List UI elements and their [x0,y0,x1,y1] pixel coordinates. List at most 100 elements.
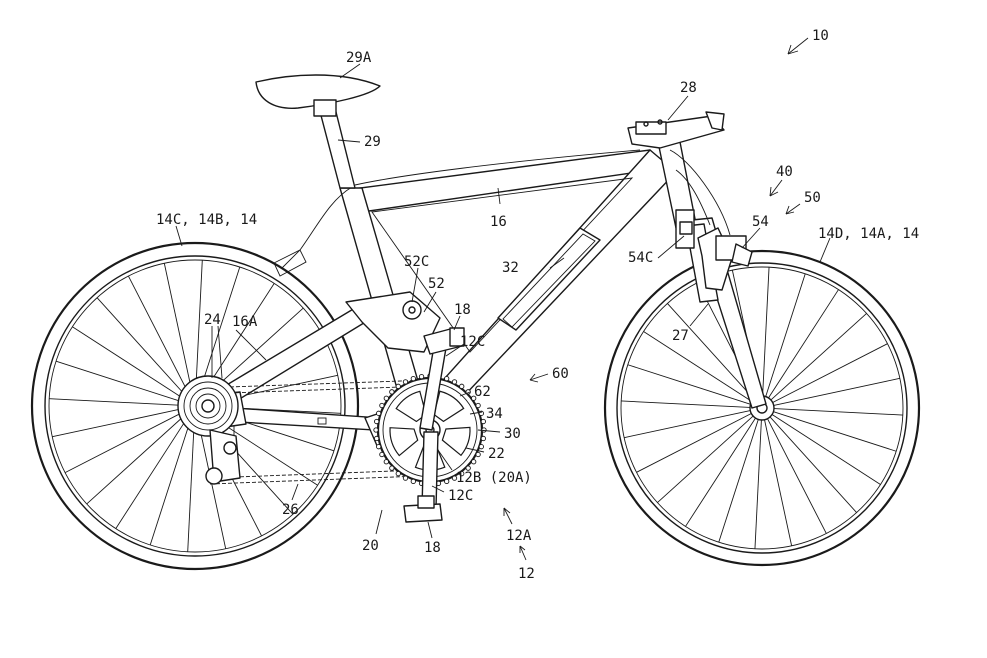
chainring-tooth [389,465,395,471]
ref-54: 54 [752,214,769,230]
front-wheel [603,249,921,567]
front-spoke [754,419,762,549]
ref-34: 34 [486,406,503,422]
chainring-tooth [480,418,486,425]
front-spoke [772,343,888,403]
ref-27: 27 [672,328,689,344]
chainring-tooth [402,475,409,481]
front-spoke [768,289,839,399]
chainring-tooth [459,471,465,477]
rear-spoke [64,412,181,473]
front-spoke [773,411,897,452]
front-spoke [773,377,900,406]
crank-arms [403,327,465,523]
ref-50: 50 [804,190,821,206]
ref-20: 20 [362,538,379,554]
rear-spoke [195,260,203,391]
front-spoke [636,413,752,473]
ref-26: 26 [282,502,299,518]
ref-12C-upper: 12C [460,334,485,350]
ref-12B-20A: 12B (20A) [456,470,532,486]
ref-12: 12 [518,566,535,582]
front-spoke [627,364,751,405]
front-spoke [624,410,751,439]
ref-30: 30 [504,426,521,442]
ref-29A: 29A [346,50,372,66]
seat-assembly [255,74,381,189]
ref-16: 16 [490,214,507,230]
chainring-tooth [478,444,485,450]
chainring-tooth [374,418,380,425]
ref-28: 28 [680,80,697,96]
front-spoke [643,331,753,402]
chainring-tooth [410,478,416,485]
ref-62: 62 [474,384,491,400]
chainring-tooth [374,435,380,442]
chainring-tooth [379,402,385,409]
front-spoke [769,416,857,513]
front-spoke [767,418,827,534]
chainring-tooth [459,383,465,389]
chain [199,379,431,485]
front-spoke [762,267,770,397]
rear-spoke [86,416,184,505]
leader-lines [175,37,831,561]
chainring-tooth [379,451,385,458]
rear-spoke [72,326,182,398]
front-wheel-spokes [621,267,903,549]
rear-spoke [128,275,189,392]
ref-24: 24 [204,312,221,328]
rear-spoke [197,421,227,549]
chainring-tooth [451,379,458,385]
ref-10: 10 [812,28,829,44]
chainring-tooth [395,383,401,389]
front-spoke [770,313,867,401]
chainring-cutout [395,390,427,423]
chainring-tooth [444,478,450,485]
chainring-tooth [444,375,450,382]
rear-spoke [187,421,195,552]
reference-labels: 10 29A 29 28 40 50 16 14C, 14B, 14 14D, … [156,28,919,582]
ref-12A: 12A [506,528,532,544]
ref-32: 32 [502,260,519,276]
rear-derailleur [205,429,241,485]
ref-16A: 16A [232,314,258,330]
chainring-cutout [441,426,471,457]
front-spoke [718,419,759,543]
ref-12C-lower: 12C [448,488,473,504]
rear-spoke [52,408,180,438]
ref-14D-14A-14: 14D, 14A, 14 [818,226,919,242]
front-spoke [667,303,755,400]
handlebar-controls [675,209,753,291]
front-spoke [771,414,881,485]
chainring-tooth [375,410,382,416]
chainring-tooth [475,451,481,458]
front-spoke [621,400,751,408]
ref-60: 60 [552,366,569,382]
ref-22: 22 [488,446,505,462]
chainring-tooth [389,389,395,395]
chainring-cutout [433,390,465,423]
chainring-tooth [383,395,389,401]
front-spoke [765,273,806,397]
front-spoke [685,417,756,527]
chainring-tooth [373,427,379,433]
ref-14C-14B-14: 14C, 14B, 14 [156,212,257,228]
chainring-tooth [375,444,382,450]
chainring-tooth [451,475,458,481]
ref-52: 52 [428,276,445,292]
rear-spoke [55,360,180,402]
stem-and-display [627,111,725,149]
chainring-tooth [475,402,481,409]
chainring-tooth [471,459,477,465]
chainring-tooth [480,435,486,442]
chainring-tooth [418,374,425,380]
rear-spoke [96,297,185,395]
rear-spoke [115,419,187,529]
ref-18-lower: 18 [424,540,441,556]
chainring-tooth [402,379,409,385]
rear-spoke [163,263,193,391]
ref-29: 29 [364,134,381,150]
chainring-tooth [383,459,389,465]
